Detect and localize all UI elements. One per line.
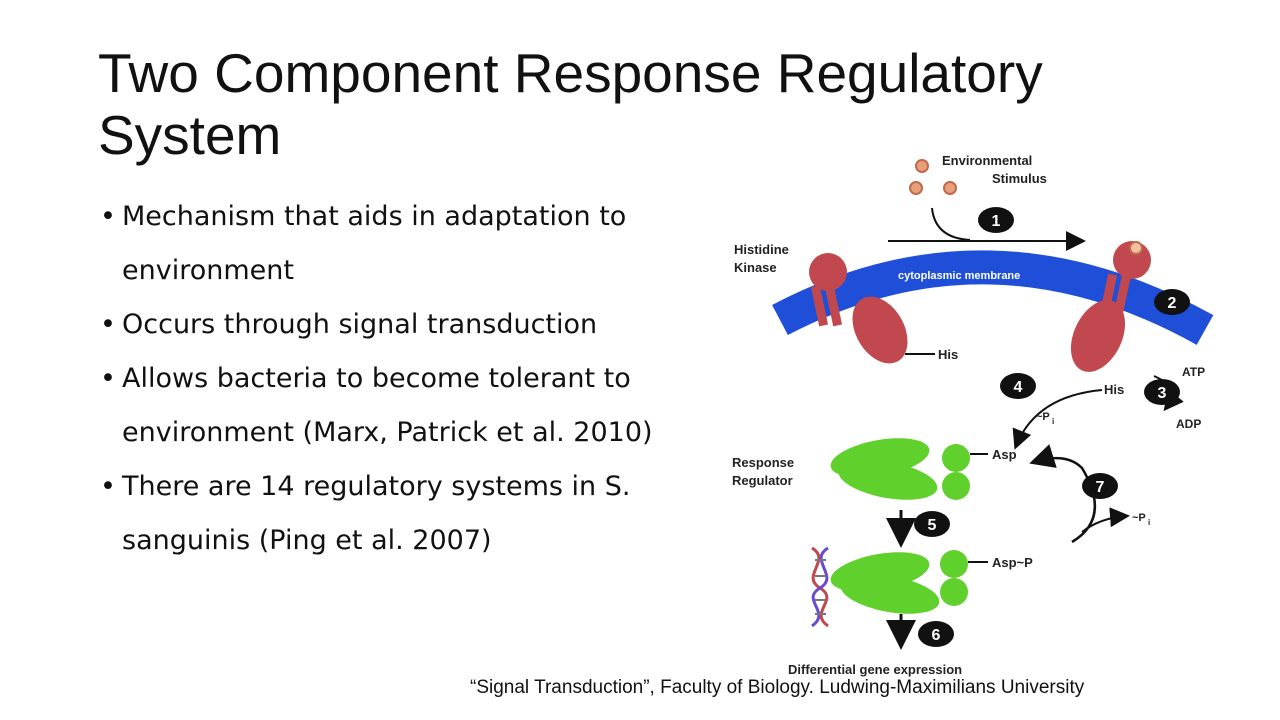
bullet-item: • There are 14 regulatory systems in S. … (100, 460, 740, 568)
his-left-label: His (938, 347, 958, 362)
response-label: Response (732, 455, 794, 470)
step-number: 4 (1014, 379, 1023, 396)
bullet-line: Occurs through signal transduction (122, 309, 598, 340)
stimulus-curve-arrow (931, 207, 971, 241)
membrane-label: cytoplasmic membrane (898, 270, 1020, 282)
phosphorylated-regulator (830, 550, 968, 614)
step-number: 5 (928, 517, 937, 534)
pi-release-arrow (1081, 507, 1130, 533)
cytoplasmic-membrane (772, 250, 1214, 345)
dna-helix (811, 546, 829, 628)
step-badge: 1 (978, 207, 1014, 233)
his-right-label: His (1104, 382, 1124, 397)
step-number: 1 (992, 213, 1001, 230)
step-badge: 7 (1082, 473, 1118, 499)
pi-subscript-1: i (1052, 417, 1054, 426)
histidine-label: Histidine (734, 242, 789, 257)
bullet-dot: • (100, 363, 116, 394)
histidine-kinase-left (809, 253, 908, 364)
bullet-list: • Mechanism that aids in adaptation to e… (100, 190, 740, 568)
kinase-label: Kinase (734, 260, 777, 275)
bullet-line: Mechanism that aids in adaptation to (122, 201, 627, 232)
bullet-line: Allows bacteria to become tolerant to (122, 363, 631, 394)
pi-label-1: ~P (1036, 411, 1050, 423)
differential-label: Differential gene expression (788, 662, 962, 677)
step4-arrow (1012, 389, 1103, 450)
bullet-dot: • (100, 201, 116, 232)
bullet-item: • Occurs through signal transduction (100, 298, 740, 352)
step-badge: 6 (918, 621, 954, 647)
response-regulator (830, 438, 970, 500)
step-number: 3 (1158, 385, 1167, 402)
regulator-label: Regulator (732, 473, 793, 488)
bullet-line: environment (Marx, Patrick et al. 2010) (122, 417, 653, 448)
slide-title: Two Component Response Regulatory System (98, 42, 1178, 166)
asp-label: Asp (992, 447, 1017, 462)
step-badge: 2 (1154, 289, 1190, 315)
bullet-item: • Allows bacteria to become tolerant to … (100, 352, 740, 460)
bullet-line: environment (122, 255, 294, 286)
environmental-label: Environmental (942, 153, 1032, 168)
bullet-dot: • (100, 309, 116, 340)
step-number: 7 (1096, 479, 1105, 496)
bullet-item: • Mechanism that aids in adaptation to e… (100, 190, 740, 298)
pi-label-2: ~P (1132, 512, 1146, 524)
title-line-2: System (98, 104, 282, 166)
histidine-kinase-right (1070, 241, 1151, 372)
stimulus-molecules (909, 159, 957, 195)
step-badge: 3 (1144, 379, 1180, 405)
step-number: 2 (1168, 295, 1177, 312)
asp-p-label: Asp~P (992, 555, 1033, 570)
pi-subscript-2: i (1148, 518, 1150, 527)
bullet-dot: • (100, 471, 116, 502)
source-caption: “Signal Transduction”, Faculty of Biolog… (470, 677, 1085, 698)
title-line-1: Two Component Response Regulatory (98, 42, 1043, 104)
signal-transduction-diagram: Environmental Stimulus cytoplasmic membr… (732, 153, 1214, 677)
step-number: 6 (932, 627, 941, 644)
adp-label: ADP (1176, 417, 1201, 431)
atp-label: ATP (1182, 365, 1205, 379)
bullet-line: sanguinis (Ping et al. 2007) (122, 525, 492, 556)
step-badge: 4 (1000, 373, 1036, 399)
step-badge: 5 (914, 511, 950, 537)
stimulus-label: Stimulus (992, 171, 1047, 186)
bullet-line: There are 14 regulatory systems in S. (122, 471, 631, 502)
